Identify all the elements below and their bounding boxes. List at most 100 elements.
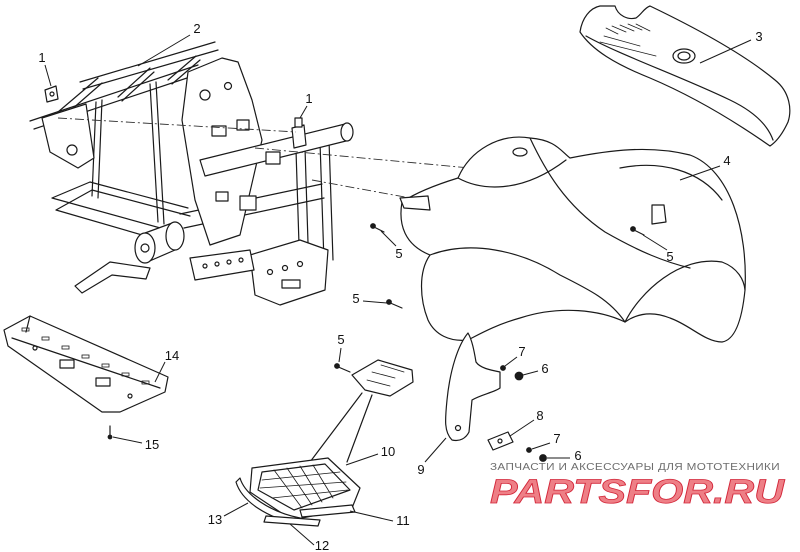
frame-crossmember-hole xyxy=(202,263,208,269)
frame-bumper-hole xyxy=(281,264,289,272)
frame-cylinder-center xyxy=(140,243,150,253)
fender-front-tab xyxy=(399,195,431,211)
callout-label: 1 xyxy=(38,50,45,65)
screw-head xyxy=(630,226,636,232)
callout-label: 2 xyxy=(193,21,200,36)
leader-line xyxy=(642,234,668,251)
frame-struts xyxy=(91,81,165,225)
cover-ridge xyxy=(585,35,774,141)
washer xyxy=(500,365,506,371)
leader-line xyxy=(223,502,249,517)
leader-line xyxy=(380,230,397,247)
cover-grille xyxy=(599,23,657,57)
frame-bracket-hole xyxy=(66,144,78,156)
callout-label: 1 xyxy=(305,91,312,106)
skid-plate-slot xyxy=(101,363,110,368)
cover-cap-inner xyxy=(677,51,691,61)
skid-plate-hole xyxy=(32,345,38,351)
skid-plate-slot xyxy=(121,372,130,377)
frame-plate-hole xyxy=(223,81,233,91)
fender-cover xyxy=(579,5,791,147)
callout-label: 6 xyxy=(541,361,548,376)
frame-bumper-plate xyxy=(249,239,329,306)
leader-line xyxy=(699,39,752,64)
leader-line xyxy=(531,442,551,450)
callout-label: 3 xyxy=(755,29,762,44)
frame-bumper-slot xyxy=(281,279,301,289)
skid-plate-window xyxy=(59,359,75,369)
leader-lines xyxy=(44,34,752,546)
leader-line xyxy=(137,34,191,67)
callout-label: 12 xyxy=(315,538,329,552)
leader-line xyxy=(112,436,143,444)
callout-labels: 1 2 3 1 4 5 5 5 5 7 6 14 8 7 6 15 9 10 1… xyxy=(38,21,762,552)
frame-tab-left-hole xyxy=(49,91,55,97)
frame-downtubes xyxy=(295,139,334,277)
frame-footrest-mount xyxy=(74,261,151,294)
frame-block xyxy=(265,151,281,165)
callout-label: 11 xyxy=(396,513,410,528)
flap-bracket-plate xyxy=(487,431,514,451)
strip-12 xyxy=(263,515,321,527)
leader-line xyxy=(504,356,518,367)
skid-plate-slot xyxy=(61,345,70,350)
frame-cylinder-end xyxy=(165,221,185,251)
watermark-logo: PARTSFOR.RU xyxy=(490,473,786,511)
fender-mount-tab xyxy=(651,204,667,225)
leader-line xyxy=(289,523,315,546)
callout-label: 5 xyxy=(337,332,344,347)
footrest-grate-border xyxy=(257,463,351,511)
screw-head xyxy=(386,299,392,305)
footrest-mount-bracket xyxy=(309,359,414,463)
bracket-body xyxy=(351,359,414,397)
mud-flap-body xyxy=(444,332,501,442)
fender-side-ridge xyxy=(529,137,691,269)
frame-crossmember-hole xyxy=(214,261,220,267)
callout-label: 6 xyxy=(574,448,581,463)
callout-label: 10 xyxy=(381,444,395,459)
watermark-tagline: ЗАПЧАСТИ И АКСЕССУАРЫ ДЛЯ МОТОТЕХНИКИ xyxy=(490,462,780,473)
skid-plate-slot xyxy=(81,354,90,359)
callout-label: 9 xyxy=(417,462,424,477)
nut xyxy=(514,371,524,381)
callout-label: 5 xyxy=(395,246,402,261)
skid-plate-slot xyxy=(21,327,30,332)
alignment-line xyxy=(254,147,471,169)
frame-plate-hole xyxy=(199,89,211,101)
leader-line xyxy=(338,347,342,363)
footrest-grate-bars xyxy=(259,464,349,509)
frame xyxy=(29,41,354,306)
leader-line xyxy=(44,64,52,87)
fender-body xyxy=(400,136,746,343)
callout-label: 13 xyxy=(208,512,222,527)
callout-label: 7 xyxy=(518,344,525,359)
skid-plate-slot xyxy=(141,380,150,385)
callout-label: 5 xyxy=(352,291,359,306)
leader-line xyxy=(522,370,539,376)
screws xyxy=(334,223,645,373)
bracket-slots xyxy=(366,364,405,387)
frame-lower-crossmember xyxy=(189,249,255,281)
screw-head xyxy=(334,363,340,369)
front-fender xyxy=(399,136,746,343)
flap-bracket-hole xyxy=(497,438,503,444)
frame-cross-tubes xyxy=(57,55,201,118)
callout-label: 14 xyxy=(165,348,179,363)
fender-hood-edge xyxy=(457,159,567,188)
callout-label: 15 xyxy=(145,437,159,452)
frame-plate-slot xyxy=(236,119,250,131)
frame-tab-left xyxy=(44,85,59,103)
callout-label: 8 xyxy=(536,408,543,423)
frame-tab-right-stud xyxy=(294,117,303,128)
callout-label: 5 xyxy=(666,249,673,264)
frame-bumper-hole xyxy=(296,260,304,268)
skid-plate xyxy=(3,315,169,413)
fender-wheel-arch xyxy=(429,247,626,323)
frame-rear-bracket xyxy=(41,103,95,169)
watermark: ЗАПЧАСТИ И АКСЕССУАРЫ ДЛЯ МОТОТЕХНИКИ PA… xyxy=(490,462,787,511)
frame-block xyxy=(239,195,257,211)
leader-line xyxy=(362,300,388,304)
callout-label: 7 xyxy=(553,431,560,446)
leader-line xyxy=(349,510,394,522)
